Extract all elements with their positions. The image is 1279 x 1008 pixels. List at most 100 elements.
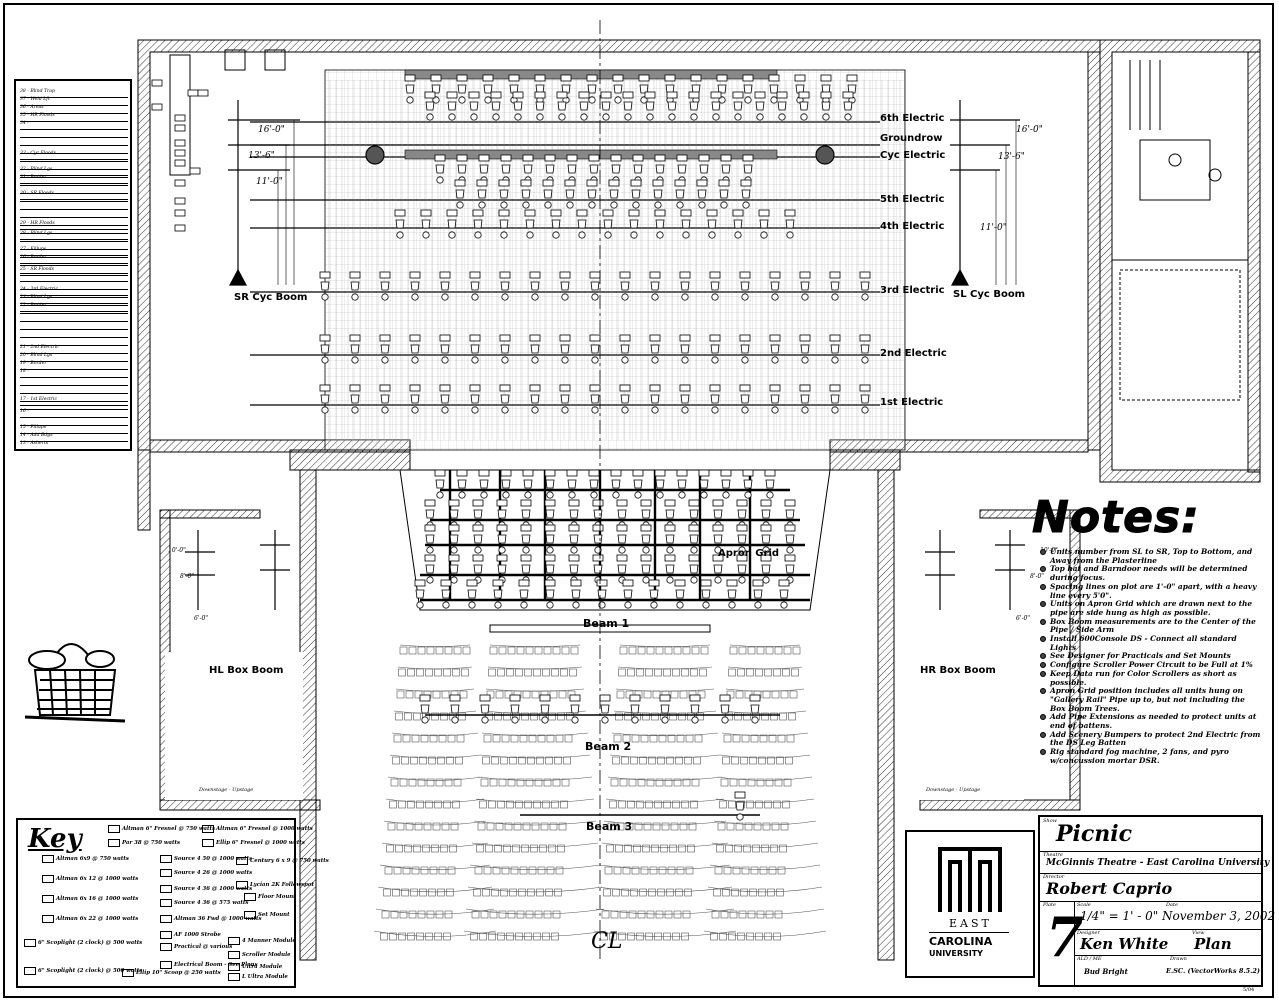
seat-row [391,732,479,737]
fixture-unit [424,524,436,554]
fixture-unit [544,524,556,554]
key-entry: Source 4 26 @ 1000 watts [174,870,253,876]
fixture-unit [616,554,628,584]
seat [645,668,653,677]
seat [719,932,727,941]
seat [455,756,463,765]
key-entry: Practical @ various [174,944,233,950]
fixture-unit [619,271,631,301]
seat [425,932,433,941]
seat [386,844,394,853]
fixture-unit [409,384,421,414]
seat [651,844,659,853]
seat [482,756,490,765]
seat [723,734,732,743]
fixture-unit [576,209,588,239]
seat [483,734,492,743]
tb-designer-caption: Designer [1077,930,1100,936]
seat [675,888,683,897]
seat [488,668,496,677]
seat [551,668,559,677]
seat [681,668,689,677]
seat [640,734,649,743]
seat [673,910,682,919]
seat [452,800,460,809]
fixture-unit [469,334,481,364]
seat [543,778,552,787]
seat [685,734,694,743]
seat [389,932,397,941]
fixture-unit [608,179,620,209]
seat [655,778,664,787]
seat [627,800,635,809]
seat [747,778,756,787]
seat [462,646,471,655]
seat [524,800,532,809]
key-symbol-icon [236,881,248,889]
channel-list-rule [20,233,128,242]
key-symbol-icon [42,875,54,883]
seat [503,844,511,853]
seat [752,844,760,853]
seat [446,888,454,897]
seat [410,888,418,897]
seat [392,756,400,765]
seat [645,932,653,941]
fixture-unit [778,579,790,609]
channel-list-rule [20,161,128,170]
fixture-unit [479,694,491,724]
channel-list-rule [20,281,128,290]
seat-row [471,842,599,848]
seat [774,778,783,787]
seat [616,822,625,831]
fixture-unit [628,209,640,239]
seat [720,778,729,787]
seat-row [489,644,581,647]
seat [419,888,427,897]
fixture-unit [760,499,772,529]
tb-view-caption: View [1192,930,1205,936]
key-symbol-icon [42,915,54,923]
channel-list-rule [20,193,128,202]
seat [768,866,777,875]
fixture-unit [596,579,608,609]
seat [642,844,650,853]
seat-row [375,908,495,915]
fixture-unit [569,694,581,724]
tb-show-caption: Show [1043,818,1057,824]
note-item: Add Scenery Bumpers to protect 2nd Elect… [1040,730,1262,748]
seat [792,646,801,655]
seat [737,932,745,941]
sl-dim-3: 11'-0" [980,223,1007,233]
seat [670,690,679,699]
note-item: Units on Apron Grid which are drawn next… [1040,599,1262,617]
fixture-unit [630,179,642,209]
seat [604,866,613,875]
channel-list-rule [20,241,128,250]
channel-list-rule [20,401,128,410]
cyc-boom-unit [174,159,186,167]
fixture-unit [434,469,446,499]
seat [534,646,543,655]
seat [426,646,435,655]
seat [527,756,535,765]
seat [396,822,405,831]
fixture-unit [566,469,578,499]
key-entry: Source 4 36 @ 1000 watts [174,886,253,892]
seat [435,778,444,787]
seat [525,778,534,787]
seat [447,866,456,875]
tb-date-caption: Date [1166,902,1178,908]
seat [404,712,412,721]
fixture-unit [769,271,781,301]
key-symbol-icon [202,839,214,847]
seat [489,778,498,787]
fixture-unit [768,74,780,104]
seat [522,690,531,699]
seat [483,866,492,875]
seat [504,822,513,831]
seat [694,734,703,743]
fixture-unit [732,91,744,121]
seat [444,778,453,787]
fixture-unit [752,579,764,609]
